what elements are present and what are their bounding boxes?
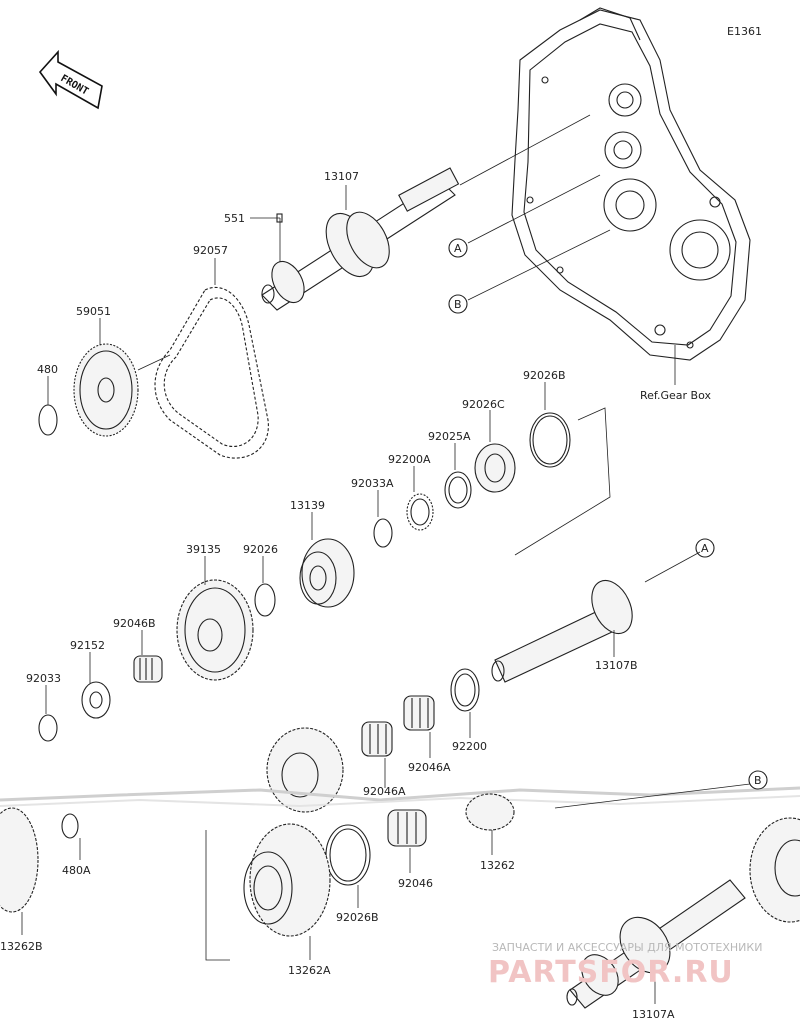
label-92200: 92200 <box>452 740 487 753</box>
label-92046: 92046 <box>398 877 433 890</box>
diagram-code: E1361 <box>727 25 762 38</box>
hub-13139 <box>299 538 355 608</box>
label-92026: 92026 <box>243 543 278 556</box>
gear-13262b <box>0 807 39 913</box>
bearing-92046a-second <box>361 721 393 757</box>
label-92026b-top: 92026B <box>523 369 566 382</box>
label-92200a: 92200A <box>388 453 431 466</box>
callout-b-top: B <box>454 298 462 311</box>
label-13262: 13262 <box>480 859 515 872</box>
front-arrow-icon: FRONT <box>38 49 103 110</box>
label-92046b: 92046B <box>113 617 156 630</box>
label-92057: 92057 <box>193 244 228 257</box>
circlip-92033 <box>38 714 58 742</box>
label-551: 551 <box>224 212 245 225</box>
watermark-line1: ЗАПЧАСТИ И АКСЕССУАРЫ ДЛЯ МОТОТЕХНИКИ <box>492 941 762 954</box>
label-92046a: 92046A <box>408 761 451 774</box>
label-59051: 59051 <box>76 305 111 318</box>
label-13107b: 13107B <box>595 659 638 672</box>
gear-13262a <box>243 823 331 937</box>
label-92025a: 92025A <box>428 430 471 443</box>
label-13262a: 13262A <box>288 964 331 977</box>
bearing-92046a <box>403 695 435 731</box>
ring-92026b-top <box>529 412 571 468</box>
label-13262b: 13262B <box>0 940 43 953</box>
tear-line <box>0 786 800 802</box>
callout-b-bottom: B <box>754 774 762 787</box>
chain-92057 <box>154 286 269 459</box>
gear-39135 <box>176 579 254 681</box>
label-13107a: 13107A <box>632 1008 675 1021</box>
collar-92026c <box>474 443 516 493</box>
gear-13262 <box>465 793 515 831</box>
shaft-13107 <box>261 167 460 311</box>
circlip-480a <box>61 813 79 839</box>
label-13139: 13139 <box>290 499 325 512</box>
label-39135: 39135 <box>186 543 221 556</box>
callout-a-bottom: A <box>701 542 709 555</box>
gear-box-housing <box>511 7 751 361</box>
label-92026b-bottom: 92026B <box>336 911 379 924</box>
label-92033: 92033 <box>26 672 61 685</box>
washer-92025a <box>444 471 472 509</box>
label-92026c: 92026C <box>462 398 505 411</box>
label-13107: 13107 <box>324 170 359 183</box>
circlip-480 <box>38 404 58 436</box>
label-92033a: 92033A <box>351 477 394 490</box>
sprocket-59051 <box>73 343 139 437</box>
label-480a: 480A <box>62 864 91 877</box>
gear-center-upper <box>266 727 344 813</box>
washer-92152 <box>81 681 111 719</box>
bearing-92046 <box>387 809 427 847</box>
circlip-92033a <box>373 518 393 548</box>
ring-92026 <box>254 583 276 617</box>
shaft-13107b <box>491 551 701 683</box>
washer-92200a <box>406 493 434 531</box>
watermark-line2: PARTSFOR.RU <box>488 955 734 990</box>
label-92046a-hidden: 92046A <box>363 785 406 798</box>
ref-gear-box-label: Ref.Gear Box <box>640 389 711 402</box>
bearing-92046b <box>133 655 163 683</box>
ring-92026b-bottom <box>325 824 371 886</box>
callout-a-top: A <box>454 242 462 255</box>
label-92152: 92152 <box>70 639 105 652</box>
shaft-13107a <box>566 879 746 1009</box>
washer-92200 <box>450 668 480 712</box>
label-480: 480 <box>37 363 58 376</box>
